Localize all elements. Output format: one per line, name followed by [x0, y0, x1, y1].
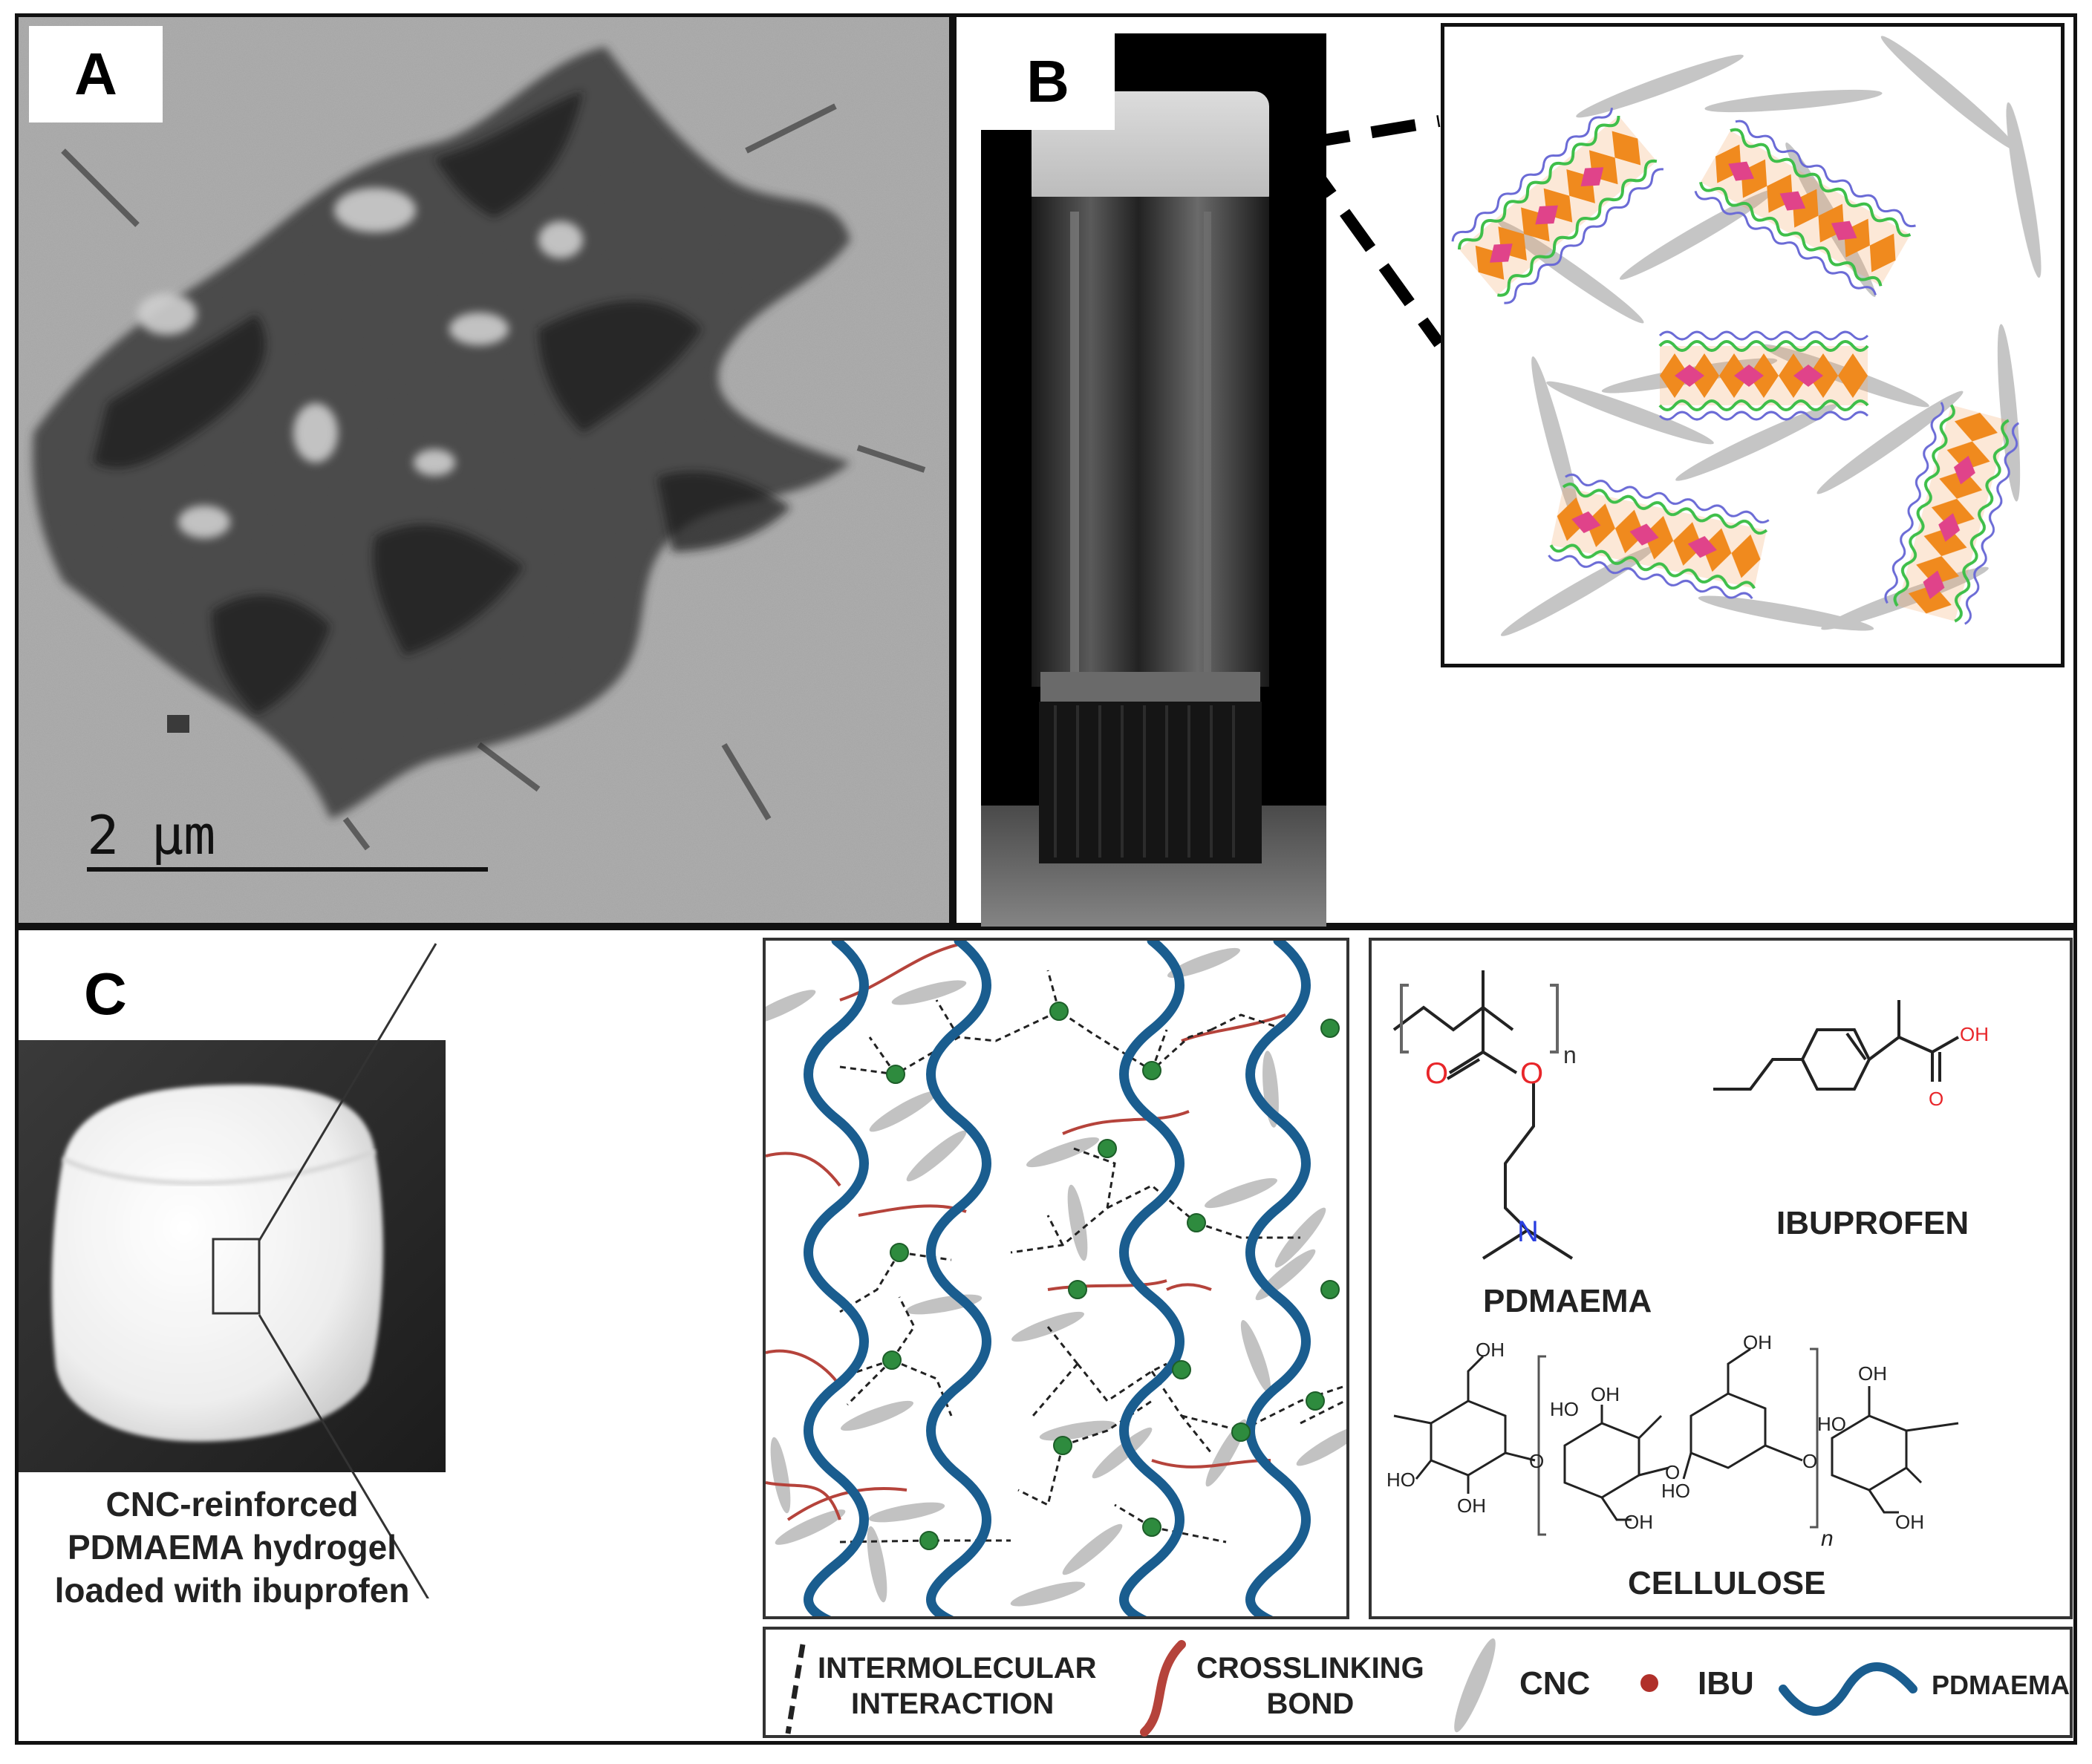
hydrogel-photo — [19, 1040, 446, 1472]
chemical-structures: O O N n PDMAEMA OH O IBUPROFEN — [1369, 938, 2073, 1619]
legend-ibu: IBU — [1698, 1665, 1754, 1702]
cellulose-subscript: n — [1821, 1526, 1834, 1551]
pdmaema-structure: O O N n PDMAEMA — [1392, 970, 1652, 1319]
scale-bar-label: 2 μm — [87, 804, 216, 866]
cellulose-oh-5: OH — [1743, 1334, 1772, 1353]
cellulose-o-2: O — [1665, 1461, 1680, 1483]
panel-c-label: C — [84, 961, 127, 1027]
cellulose-o-1: O — [1529, 1450, 1544, 1472]
cellulose-ho-4: HO — [1817, 1413, 1846, 1435]
cellulose-structure: OH HO OH O HO OH OH O OH HO n O HO OH OH… — [1386, 1334, 1959, 1601]
ibuprofen-name: IBUPROFEN — [1776, 1205, 1969, 1238]
cellulose-oh-6: OH — [1858, 1362, 1887, 1385]
zoom-cone — [258, 943, 437, 1598]
caption-line-1: CNC-reinforced — [105, 1485, 359, 1523]
cellulose-oh-3: OH — [1591, 1383, 1620, 1405]
cellulose-oh-2: OH — [1457, 1494, 1486, 1517]
pdmaema-name: PDMAEMA — [1483, 1283, 1652, 1319]
ibuprofen-structure: OH O IBUPROFEN — [1713, 1000, 1989, 1238]
legend-crosslinking-line2: BOND — [1266, 1688, 1355, 1720]
tem-micrograph — [19, 17, 949, 923]
panel-c: C CNC-reinforced PDMAEMA hydrogel loaded… — [15, 927, 2077, 1745]
legend-crosslinking-line1: CROSSLINKING — [1196, 1652, 1424, 1685]
cnc-network-schematic — [1441, 23, 2065, 667]
hydrogel-network-schematic — [763, 938, 1349, 1619]
legend-cnc: CNC — [1519, 1665, 1591, 1702]
panel-a-label: A — [29, 26, 163, 122]
legend-pdmaema: PDMAEMA — [1932, 1670, 2070, 1700]
legend-crosslink-icon — [1140, 1640, 1186, 1737]
legend-crosslinking: CROSSLINKING BOND — [1196, 1650, 1424, 1722]
legend-dashed-line-icon — [785, 1644, 806, 1734]
legend-pdmaema-wave-icon — [1779, 1662, 1917, 1716]
legend-ibu-icon — [1640, 1674, 1658, 1692]
cellulose-ho-1: HO — [1386, 1469, 1415, 1491]
panel-b: B — [953, 13, 2077, 939]
cellulose-ho-3: HO — [1661, 1480, 1690, 1502]
ibuprofen-o: O — [1929, 1088, 1943, 1110]
panel-a: A 2 μm — [15, 13, 953, 927]
legend-intermolecular: INTERMOLECULAR INTERACTION — [818, 1650, 1097, 1722]
pdmaema-o-ester: O — [1520, 1057, 1543, 1090]
pdmaema-n: N — [1517, 1215, 1539, 1248]
zoom-lines — [1300, 115, 1444, 347]
cellulose-oh-4: OH — [1624, 1511, 1653, 1533]
legend-cnc-icon — [1454, 1638, 1496, 1733]
legend-intermolecular-line1: INTERMOLECULAR — [818, 1652, 1097, 1685]
caption-line-2: PDMAEMA hydrogel — [68, 1528, 397, 1567]
pdmaema-subscript: n — [1563, 1042, 1577, 1068]
cellulose-o-3: O — [1802, 1450, 1817, 1472]
hydrogel-caption: CNC-reinforced PDMAEMA hydrogel loaded w… — [19, 1483, 446, 1612]
legend: INTERMOLECULAR INTERACTION CROSSLINKING … — [763, 1627, 2073, 1738]
scale-bar — [87, 867, 488, 872]
cellulose-name: CELLULOSE — [1628, 1565, 1825, 1601]
cellulose-ho-2: HO — [1550, 1398, 1579, 1420]
caption-line-3: loaded with ibuprofen — [54, 1571, 410, 1610]
cellulose-oh-1: OH — [1476, 1339, 1505, 1361]
legend-intermolecular-line2: INTERACTION — [851, 1688, 1055, 1720]
cellulose-oh-7: OH — [1895, 1511, 1924, 1533]
ibuprofen-oh: OH — [1960, 1023, 1989, 1045]
panel-b-label: B — [981, 33, 1115, 130]
pdmaema-o-carbonyl: O — [1425, 1057, 1448, 1090]
